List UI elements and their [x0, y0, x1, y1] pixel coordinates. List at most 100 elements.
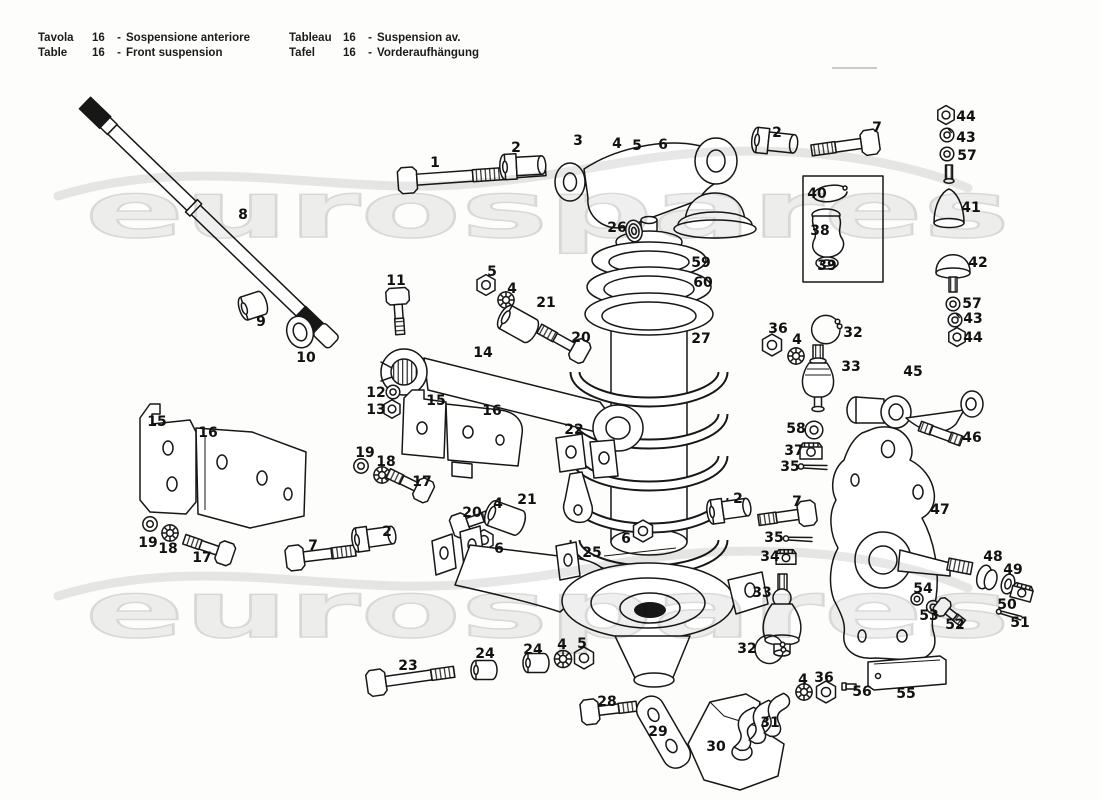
part-label-36: 36 — [768, 321, 787, 337]
leader-line-25 — [604, 548, 676, 556]
part-label-4: 4 — [798, 672, 808, 688]
title-name: Front suspension — [126, 47, 223, 59]
part-label-31: 31 — [760, 715, 779, 731]
part-25-lower-arm — [432, 526, 768, 687]
part-label-16: 16 — [198, 425, 217, 441]
title-column-right: Tableau 16 - Suspension av. Tafel 16 - V… — [289, 31, 479, 61]
part-label-12: 12 — [366, 385, 385, 401]
part-label-1: 1 — [430, 155, 440, 171]
title-lang: Tavola — [38, 32, 74, 44]
part-label-21: 21 — [536, 295, 555, 311]
title-sep: - — [117, 32, 121, 44]
part-label-33: 33 — [752, 585, 771, 601]
part-label-22: 22 — [564, 422, 583, 438]
part-label-24: 24 — [523, 642, 543, 658]
part-label-55: 55 — [896, 686, 915, 702]
part-label-33: 33 — [841, 359, 860, 375]
part-46-stud — [918, 421, 963, 445]
part-label-54: 54 — [913, 581, 933, 597]
part-15-bracket — [140, 404, 196, 514]
part-33-ball-joint — [802, 345, 833, 412]
part-23-bolt — [365, 659, 456, 697]
part-label-44: 44 — [956, 109, 976, 125]
part-7-bolt — [810, 129, 881, 163]
part-2-bush — [704, 493, 754, 526]
part-label-20: 20 — [462, 505, 482, 521]
part-44-nut — [937, 104, 955, 126]
title-row-english: Table 16 - Front suspension — [38, 46, 250, 61]
part-label-3: 3 — [573, 133, 583, 149]
part-label-44: 44 — [963, 330, 983, 346]
part-label-19: 19 — [355, 445, 374, 461]
part-label-28: 28 — [597, 694, 616, 710]
part-32-snap-ring — [810, 314, 843, 345]
part-label-2: 2 — [772, 125, 782, 141]
part-label-35: 35 — [780, 459, 799, 475]
artwork-layer — [79, 97, 1035, 790]
part-label-7: 7 — [308, 538, 318, 554]
part-label-48: 48 — [983, 549, 1002, 565]
part-label-5: 5 — [577, 636, 587, 652]
part-22-link — [556, 434, 618, 522]
part-label-43: 43 — [963, 311, 982, 327]
part-label-36: 36 — [814, 670, 833, 686]
part-43-lock-washer — [947, 312, 963, 328]
part-label-4: 4 — [493, 496, 503, 512]
part-35-cotter-pin — [797, 463, 828, 471]
part-label-57: 57 — [962, 296, 981, 312]
part-label-17: 17 — [412, 474, 431, 490]
part-7-bolt — [757, 500, 818, 533]
watermark-swoosh-bottom — [53, 546, 973, 601]
part-label-35: 35 — [764, 530, 783, 546]
part-43-lock-washer — [939, 127, 955, 143]
part-label-40: 40 — [807, 186, 827, 202]
part-label-4: 4 — [792, 332, 802, 348]
part-55-strip — [868, 656, 946, 690]
title-row-german: Tafel 16 - Vorderaufhängung — [289, 46, 479, 61]
part-10-ring — [283, 313, 318, 351]
part-label-18: 18 — [158, 541, 177, 557]
boot-kit-box — [803, 176, 883, 282]
title-row-italian: Tavola 16 - Sospensione anteriore — [38, 31, 250, 46]
title-num: 16 — [343, 32, 356, 44]
part-57-washer — [939, 146, 955, 162]
title-name: Vorderaufhängung — [377, 47, 480, 59]
part-19-washer — [142, 516, 158, 532]
part-label-15: 15 — [147, 414, 166, 430]
part-label-6: 6 — [494, 541, 504, 557]
part-label-52: 52 — [945, 617, 964, 633]
title-column-left: Tavola 16 - Sospensione anteriore Table … — [38, 31, 250, 61]
part-label-18: 18 — [376, 454, 395, 470]
part-11-bolt — [386, 287, 412, 335]
part-label-6: 6 — [658, 137, 668, 153]
part-label-23: 23 — [398, 658, 417, 674]
part-label-11: 11 — [386, 273, 405, 289]
part-29-plate — [632, 691, 695, 773]
part-label-20: 20 — [571, 330, 591, 346]
part-label-26: 26 — [607, 220, 626, 236]
part-label-49: 49 — [1003, 562, 1022, 578]
part-label-8: 8 — [238, 207, 248, 223]
part-13-nut — [383, 399, 401, 419]
watermark-swoosh-top — [53, 146, 973, 201]
part-label-56: 56 — [852, 684, 871, 700]
part-label-34: 34 — [760, 549, 780, 565]
part-label-57: 57 — [957, 148, 976, 164]
title-sep: - — [368, 32, 372, 44]
part-label-13: 13 — [366, 402, 385, 418]
part-28-bolt — [579, 694, 638, 726]
part-18-star-washer — [161, 524, 179, 542]
part-label-51: 51 — [1010, 615, 1029, 631]
part-label-10: 10 — [296, 350, 316, 366]
title-lang: Tableau — [289, 32, 332, 44]
part-label-15: 15 — [426, 393, 445, 409]
title-row-french: Tableau 16 - Suspension av. — [289, 31, 479, 46]
part-24-bush — [470, 659, 498, 681]
part-label-27: 27 — [691, 331, 710, 347]
part-7-bolt — [284, 538, 357, 571]
part-4-star-washer — [787, 347, 805, 365]
title-lang: Tafel — [289, 47, 315, 59]
part-8-torsion-bar — [79, 97, 340, 350]
